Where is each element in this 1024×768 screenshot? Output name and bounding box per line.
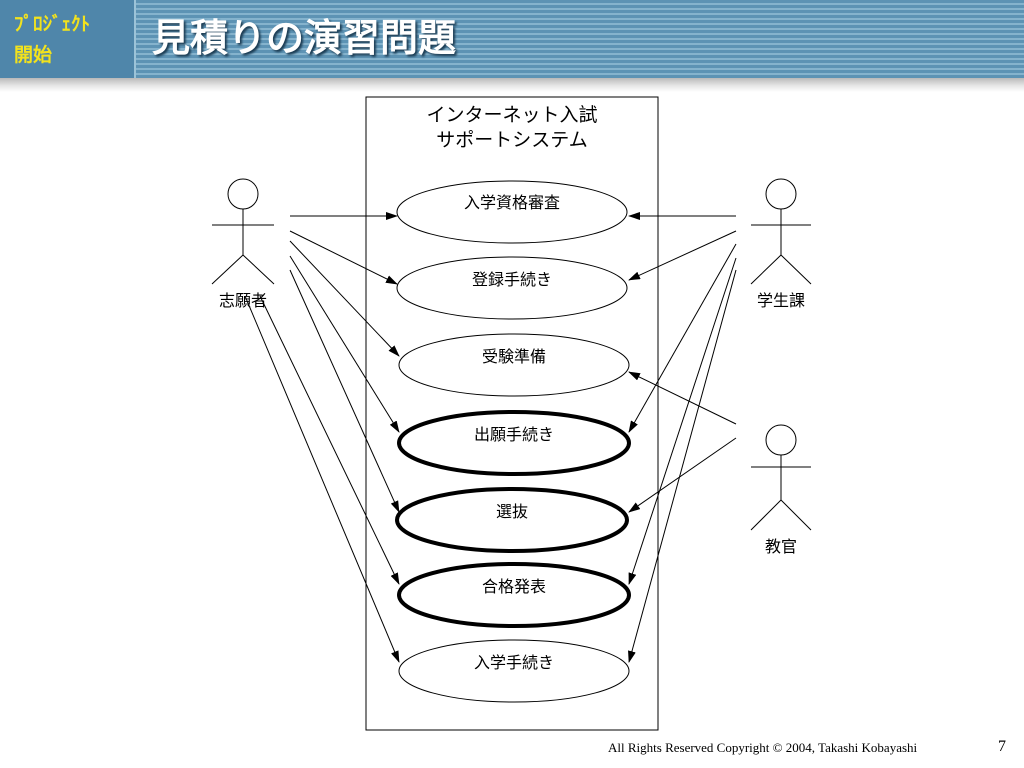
system-boundary <box>365 96 659 731</box>
association-applicant-selection <box>289 269 400 513</box>
section-tab: ﾌﾟﾛｼﾞｪｸﾄ 開始 <box>0 0 136 78</box>
use-case-selection[interactable] <box>395 487 629 553</box>
actor-left-leg <box>211 254 244 285</box>
actor-label-applicant: 志願者 <box>219 291 267 310</box>
page-number: 7 <box>998 738 1006 755</box>
use-case-enrollment[interactable] <box>398 639 630 703</box>
use-case-label: 入学資格審査 <box>464 193 560 212</box>
actor-right-leg <box>780 499 812 531</box>
association-applicant-application <box>289 255 400 433</box>
header-bar: ﾌﾟﾛｼﾞｪｸﾄ 開始 見積りの演習問題 <box>0 0 1024 78</box>
system-name-line2: サポートシステム <box>436 129 587 151</box>
association-applicant-exam-preparation <box>289 240 400 357</box>
use-case-label: 合格発表 <box>482 577 546 596</box>
use-case-exam-preparation[interactable] <box>398 333 630 397</box>
actor-head <box>765 178 797 210</box>
use-case-label: 登録手続き <box>472 270 552 289</box>
copyright-footer: All Rights Reserved Copyright © 2004, Ta… <box>608 740 918 755</box>
actor-left-leg <box>750 254 782 285</box>
actor-student-affairs <box>750 178 812 285</box>
use-case-application[interactable] <box>397 410 631 476</box>
actor-label-student-affairs: 学生課 <box>757 291 805 310</box>
association-student-affairs-application <box>628 243 737 433</box>
association-applicant-registration <box>289 230 398 285</box>
association-student-affairs-registration <box>628 230 737 281</box>
association-applicant-enrollment <box>244 295 400 663</box>
actor-left-leg <box>750 499 782 531</box>
use-case-label: 入学手続き <box>474 653 554 672</box>
association-student-affairs-enrollment <box>628 269 737 663</box>
header-shadow <box>0 78 1024 92</box>
association-applicant-result-announcement <box>259 295 400 585</box>
use-case-label: 選抜 <box>496 502 528 521</box>
use-case-label: 受験準備 <box>482 347 546 366</box>
use-case-registration[interactable] <box>396 256 628 320</box>
system-name-line1: インターネット入試 <box>426 104 597 126</box>
use-case-label: 出願手続き <box>474 425 554 444</box>
use-case-result-announcement[interactable] <box>397 562 631 628</box>
association-faculty-selection <box>628 437 737 513</box>
section-label-line2: 開始 <box>14 44 53 66</box>
actor-right-leg <box>780 254 812 285</box>
actor-label-faculty: 教官 <box>765 537 797 556</box>
association-faculty-exam-preparation <box>628 371 737 425</box>
actor-head <box>227 178 259 210</box>
actor-faculty <box>750 424 812 531</box>
actor-right-leg <box>242 254 275 285</box>
section-label-line1: ﾌﾟﾛｼﾞｪｸﾄ <box>14 13 91 35</box>
association-student-affairs-result-announcement <box>628 257 737 585</box>
actor-head <box>765 424 797 456</box>
use-case-eligibility-review[interactable] <box>396 180 628 244</box>
actor-applicant <box>211 178 275 285</box>
slide-title: 見積りの演習問題 <box>152 16 457 60</box>
